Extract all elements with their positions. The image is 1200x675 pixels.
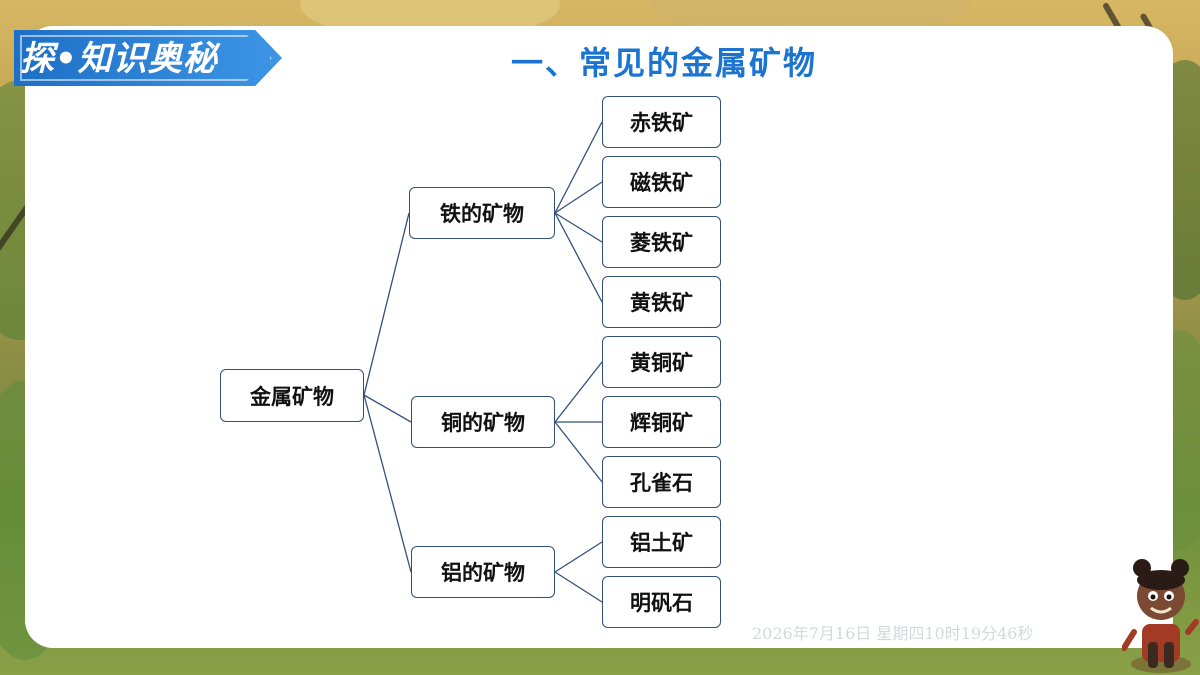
category-node-aluminum: 铝的矿物 [411,546,555,598]
root-node: 金属矿物 [220,369,364,422]
connector-iron-mineral [554,212,603,303]
mineral-node: 孔雀石 [602,456,721,508]
mineral-node: 赤铁矿 [602,96,721,148]
section-badge-label: 探•知识奥秘 [20,39,218,79]
connector-iron-mineral [554,121,603,214]
connector-root-iron [363,212,410,396]
connector-root-aluminum [363,394,412,573]
connector-iron-mineral [554,212,603,243]
mineral-node: 明矾石 [602,576,721,628]
mineral-node: 磁铁矿 [602,156,721,208]
slide-title: 一、常见的金属矿物 [510,44,817,82]
mineral-node: 黄铁矿 [602,276,721,328]
connector-aluminum-mineral [554,571,603,603]
connector-iron-mineral [554,181,603,214]
mineral-node: 辉铜矿 [602,396,721,448]
mineral-node: 黄铜矿 [602,336,721,388]
connector-aluminum-mineral [554,541,603,573]
mascot-character-illustration [1122,559,1199,673]
category-node-copper: 铜的矿物 [411,396,555,448]
mineral-node: 菱铁矿 [602,216,721,268]
connector-root-copper [363,394,412,423]
connector-copper-mineral [554,421,603,483]
section-badge [14,30,282,86]
category-node-iron: 铁的矿物 [409,187,555,239]
mineral-node: 铝土矿 [602,516,721,568]
timestamp-watermark: 2026年7月16日 星期四10时19分46秒 [752,624,1034,643]
connector-copper-mineral [554,361,603,423]
section-badge-border [20,35,272,81]
